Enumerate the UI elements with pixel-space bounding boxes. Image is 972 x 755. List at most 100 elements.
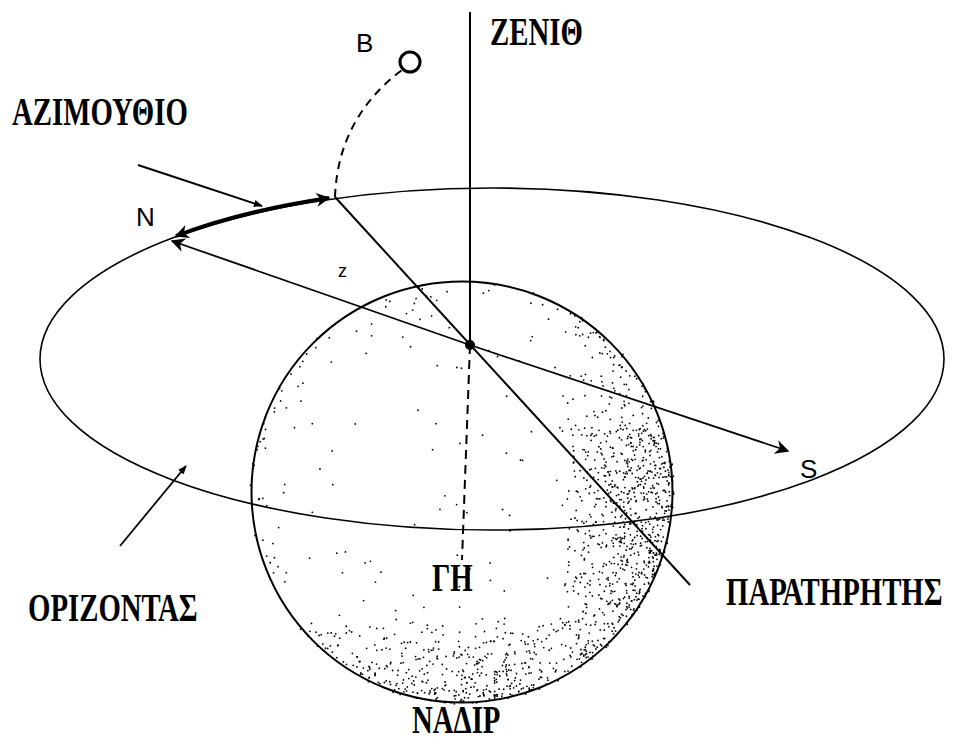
stipple-dot	[585, 612, 587, 614]
stipple-dot	[625, 384, 627, 386]
stipple-dot	[401, 652, 403, 654]
stipple-dot	[493, 640, 495, 642]
stipple-dot	[590, 332, 592, 334]
stipple-dot	[614, 575, 616, 577]
stipple-dot	[498, 688, 500, 690]
stipple-dot	[445, 684, 447, 686]
stipple-dot	[613, 545, 615, 547]
stipple-dot	[623, 556, 625, 558]
stipple-dot	[591, 640, 593, 642]
stipple-dot	[371, 662, 373, 664]
stipple-dot	[342, 572, 344, 574]
stipple-dot	[651, 492, 653, 494]
stipple-dot	[402, 336, 404, 338]
stipple-dot	[376, 628, 378, 630]
stipple-dot	[552, 667, 554, 669]
stipple-dot	[597, 416, 599, 418]
stipple-dot	[625, 584, 627, 586]
stipple-dot	[497, 621, 499, 623]
stipple-dot	[641, 407, 643, 409]
stipple-dot	[647, 428, 649, 430]
stipple-dot	[617, 621, 619, 623]
stipple-dot	[581, 521, 583, 523]
stipple-dot	[542, 304, 544, 306]
stipple-dot	[616, 461, 618, 463]
stipple-dot	[613, 557, 615, 559]
stipple-dot	[658, 553, 660, 555]
stipple-dot	[658, 435, 660, 437]
stipple-dot	[330, 632, 332, 634]
stipple-dot	[482, 292, 484, 294]
stipple-dot	[605, 461, 607, 463]
stipple-dot	[587, 451, 589, 453]
stipple-dot	[482, 692, 484, 694]
stipple-dot	[603, 467, 605, 469]
stipple-dot	[478, 662, 480, 664]
stipple-dot	[634, 458, 636, 460]
stipple-dot	[337, 644, 339, 646]
stipple-dot	[610, 601, 612, 603]
stipple-dot	[444, 495, 446, 497]
stipple-dot	[625, 370, 627, 372]
stipple-dot	[632, 450, 634, 452]
stipple-dot	[579, 496, 581, 498]
stipple-dot	[436, 365, 438, 367]
stipple-dot	[645, 528, 647, 530]
earth-label: ΓΗ	[432, 558, 473, 598]
stipple-dot	[516, 673, 518, 675]
stipple-dot	[587, 583, 589, 585]
stipple-dot	[637, 517, 639, 519]
stipple-dot	[525, 662, 527, 664]
stipple-dot	[615, 508, 617, 510]
stipple-dot	[666, 451, 668, 453]
stipple-dot	[576, 520, 578, 522]
stipple-dot	[611, 397, 613, 399]
stipple-dot	[309, 557, 311, 559]
stipple-dot	[570, 656, 572, 658]
stipple-dot	[374, 675, 376, 677]
stipple-dot	[621, 514, 623, 516]
stipple-dot	[620, 559, 622, 561]
stipple-dot	[621, 563, 623, 565]
stipple-dot	[591, 595, 593, 597]
stipple-dot	[648, 557, 650, 559]
stipple-dot	[389, 648, 391, 650]
stipple-dot	[360, 672, 362, 674]
stipple-dot	[273, 411, 275, 413]
nadir-label: ΝΑΔΙΡ	[412, 700, 500, 740]
stipple-dot	[368, 677, 370, 679]
stipple-dot	[352, 664, 354, 666]
stipple-dot	[591, 563, 593, 565]
stipple-dot	[579, 470, 581, 472]
stipple-dot	[442, 634, 444, 636]
stipple-dot	[649, 451, 651, 453]
stipple-dot	[653, 487, 655, 489]
stipple-dot	[421, 631, 423, 633]
stipple-dot	[654, 468, 656, 470]
stipple-dot	[495, 627, 497, 629]
stipple-dot	[385, 306, 387, 308]
stipple-dot	[599, 498, 601, 500]
stipple-dot	[379, 683, 381, 685]
stipple-dot	[565, 645, 567, 647]
stipple-dot	[375, 581, 377, 583]
stipple-dot	[644, 451, 646, 453]
stipple-dot	[667, 505, 669, 507]
stipple-dot	[427, 672, 429, 674]
stipple-dot	[567, 402, 569, 404]
stipple-dot	[605, 501, 607, 503]
stipple-dot	[628, 491, 630, 493]
stipple-dot	[573, 450, 575, 452]
stipple-dot	[432, 663, 434, 665]
stipple-dot	[616, 486, 618, 488]
stipple-dot	[623, 598, 625, 600]
stipple-dot	[311, 423, 313, 425]
stipple-dot	[406, 672, 408, 674]
stipple-dot	[638, 516, 640, 518]
altitude-arc	[335, 70, 402, 197]
stipple-dot	[628, 389, 630, 391]
stipple-dot	[635, 596, 637, 598]
stipple-dot	[484, 655, 486, 657]
stipple-dot	[583, 547, 585, 549]
stipple-dot	[493, 677, 495, 679]
